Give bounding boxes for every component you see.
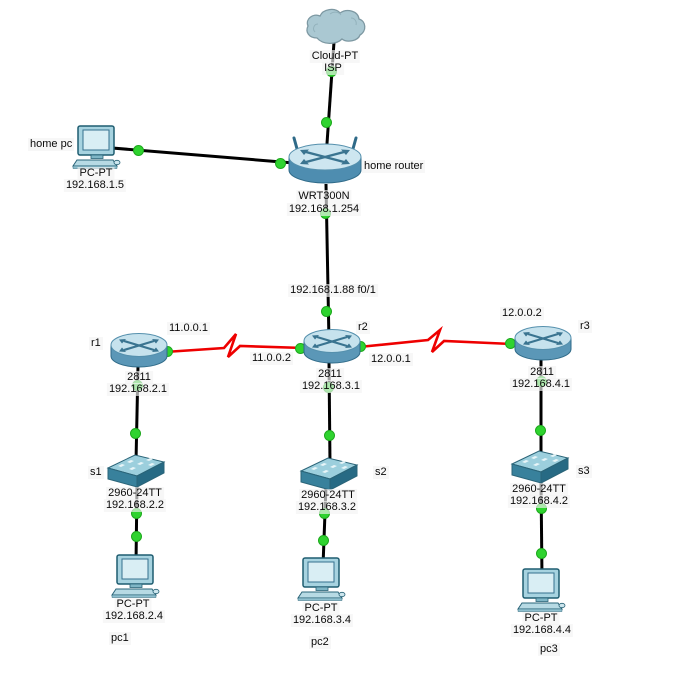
- switch-icon: [510, 450, 570, 484]
- device-name-label: home router: [362, 160, 426, 173]
- device-model-label: 2811: [528, 366, 556, 379]
- device-name-label: pc1: [109, 632, 131, 645]
- device-model-label: 2960-24TT: [299, 489, 357, 502]
- device-r2[interactable]: [303, 328, 361, 371]
- device-home-router[interactable]: [287, 134, 363, 193]
- pc-icon: [72, 125, 121, 169]
- interface-label-12-0-0-2: 12.0.0.2: [500, 307, 544, 320]
- wireless-router-icon: [288, 136, 362, 184]
- switch-icon: [106, 454, 166, 488]
- port-status-dot: [536, 548, 547, 559]
- device-ip-label: 192.168.3.4: [290, 614, 354, 627]
- device-name-label: ISP: [322, 62, 344, 75]
- device-model-label: 2811: [125, 371, 153, 384]
- device-ip-label: 192.168.1.5: [63, 179, 127, 192]
- device-model-label: WRT300N: [296, 190, 352, 203]
- device-model-label: PC-PT: [114, 598, 152, 611]
- device-r1[interactable]: [110, 332, 168, 375]
- port-status-dot: [133, 145, 144, 156]
- device-model-label: 2811: [316, 368, 344, 381]
- device-ip-label: 192.168.1.254: [286, 203, 362, 216]
- port-status-dot: [318, 535, 329, 546]
- device-ip-label: 192.168.2.1: [106, 383, 170, 396]
- pc-icon: [297, 557, 346, 601]
- device-pc1[interactable]: [110, 554, 160, 605]
- device-name-label: r3: [578, 320, 592, 333]
- device-name-label: pc2: [309, 636, 331, 649]
- device-pc2[interactable]: [296, 557, 346, 608]
- port-status-dot: [131, 531, 142, 542]
- device-model-label: PC-PT: [302, 602, 340, 615]
- router-icon: [303, 329, 361, 364]
- device-model-label: 2960-24TT: [106, 487, 164, 500]
- port-status-dot: [275, 158, 286, 169]
- interface-label-wan: 192.168.1.88 f0/1: [288, 284, 378, 297]
- device-name-label: s2: [373, 466, 389, 479]
- device-model-label: PC-PT: [522, 612, 560, 625]
- pc-icon: [111, 554, 160, 598]
- device-name-label: pc3: [538, 643, 560, 656]
- interface-label-12-0-0-1: 12.0.0.1: [369, 353, 413, 366]
- port-status-dot: [535, 425, 546, 436]
- device-ip-label: 192.168.2.2: [103, 499, 167, 512]
- interface-label-11-0-0-2: 11.0.0.2: [250, 352, 293, 365]
- device-ip-label: 192.168.3.1: [299, 380, 363, 393]
- device-pc3[interactable]: [516, 568, 566, 619]
- switch-icon: [299, 457, 359, 491]
- device-model-label: Cloud-PT: [309, 50, 361, 63]
- interface-label-11-0-0-1: 11.0.0.1: [167, 322, 210, 335]
- device-r3[interactable]: [514, 325, 572, 368]
- device-model-label: 2960-24TT: [510, 483, 568, 496]
- router-icon: [110, 333, 168, 368]
- port-status-dot: [321, 117, 332, 128]
- device-name-label: s1: [88, 466, 104, 479]
- device-ip-label: 192.168.4.4: [510, 624, 574, 637]
- device-home-pc[interactable]: [71, 125, 121, 176]
- serial-link-r1-r2[interactable]: [164, 333, 305, 358]
- device-name-label: r2: [356, 321, 370, 334]
- device-ip-label: 192.168.4.1: [509, 378, 573, 391]
- device-name-label: s3: [576, 465, 592, 478]
- device-ip-label: 192.168.3.2: [295, 501, 359, 514]
- device-ip-label: 192.168.4.2: [507, 495, 571, 508]
- device-s2[interactable]: [299, 455, 359, 496]
- port-status-dot: [324, 430, 335, 441]
- port-status-dot: [130, 428, 141, 439]
- device-name-label: home pc: [28, 138, 75, 151]
- device-s1[interactable]: [106, 452, 166, 493]
- device-name-label: r1: [89, 337, 103, 350]
- port-status-dot: [321, 306, 332, 317]
- device-ip-label: 192.168.2.4: [102, 610, 166, 623]
- pc-icon: [517, 568, 566, 612]
- device-model-label: PC-PT: [77, 167, 115, 180]
- device-isp-cloud[interactable]: [303, 5, 367, 54]
- device-s3[interactable]: [510, 448, 570, 489]
- serial-link-r2-r3[interactable]: [358, 325, 513, 353]
- router-icon: [514, 326, 572, 361]
- cloud-icon: [306, 8, 366, 45]
